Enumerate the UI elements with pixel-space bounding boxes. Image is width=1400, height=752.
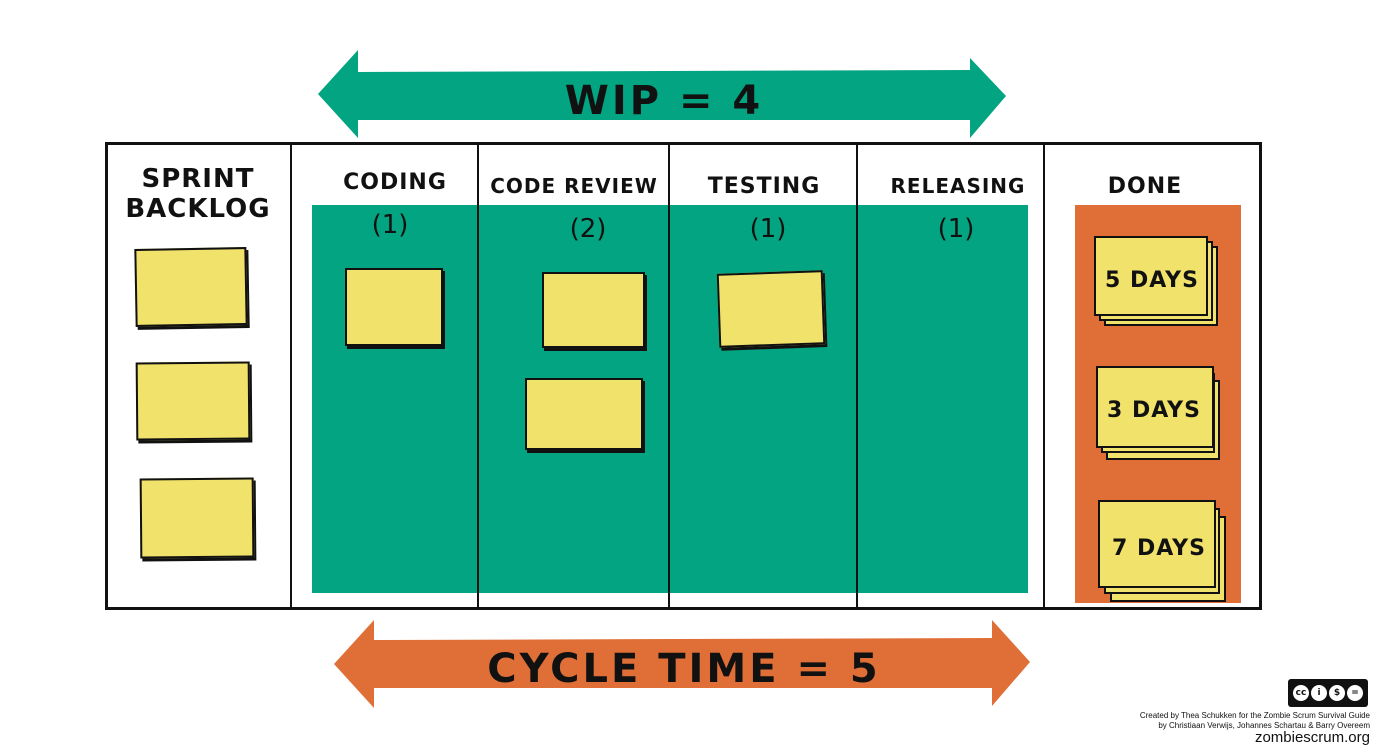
cycle-time-label: 5 DAYS: [1105, 268, 1199, 293]
sticky-note: [542, 272, 645, 348]
column-title-testing: TESTING: [707, 174, 821, 199]
wip-limit-code-review: (2): [569, 214, 607, 244]
sticky-note: [134, 247, 248, 327]
cycle-time-arrow-shape: [334, 620, 1030, 708]
license-badge: cc i $ =: [1288, 679, 1368, 707]
cycle-time-arrow: [334, 620, 1030, 708]
cc-icon: cc: [1293, 685, 1309, 701]
wip-limit-coding: (1): [371, 210, 409, 240]
done-item-stack: 5 DAYS: [1094, 236, 1222, 328]
cycle-time-label: 3 DAYS: [1107, 398, 1201, 423]
wip-arrow: [318, 50, 1006, 138]
by-icon: i: [1311, 685, 1327, 701]
column-title-releasing: RELEASING: [890, 174, 1026, 198]
wip-arrow-shape: [318, 50, 1006, 138]
wip-zone: [312, 205, 1028, 593]
column-divider: [856, 142, 858, 610]
column-divider: [477, 142, 479, 610]
sticky-note: [716, 270, 826, 348]
wip-limit-releasing: (1): [937, 214, 975, 244]
sticky-sheet: [1098, 500, 1216, 588]
sticky-sheet: [1096, 366, 1214, 448]
sticky-note: [135, 361, 251, 441]
column-title-sprint-backlog: SPRINT BACKLOG: [125, 164, 271, 224]
done-item-stack: 7 DAYS: [1098, 500, 1228, 604]
column-divider: [1043, 142, 1045, 610]
wip-label: WIP = 4: [564, 78, 764, 124]
sticky-note: [345, 268, 443, 346]
column-title-coding: CODING: [343, 170, 447, 195]
nd-icon: =: [1347, 685, 1363, 701]
column-divider: [290, 142, 292, 610]
credit-line-1: Created by Thea Schukken for the Zombie …: [1139, 711, 1370, 720]
wip-limit-testing: (1): [749, 214, 787, 244]
cycle-time-label: CYCLE TIME = 5: [487, 646, 881, 692]
done-item-stack: 3 DAYS: [1096, 366, 1224, 462]
credit-site: zombiescrum.org: [1254, 729, 1370, 746]
sticky-note: [139, 477, 255, 559]
credit-line-2: by Christiaan Verwijs, Johannes Schartau…: [1158, 721, 1370, 730]
column-title-code-review: CODE REVIEW: [490, 174, 658, 198]
sticky-note: [525, 378, 643, 450]
column-divider: [668, 142, 670, 610]
cycle-time-label: 7 DAYS: [1112, 536, 1206, 561]
nc-icon: $: [1329, 685, 1345, 701]
sticky-sheet: [1094, 236, 1208, 316]
column-title-done: DONE: [1107, 174, 1183, 199]
